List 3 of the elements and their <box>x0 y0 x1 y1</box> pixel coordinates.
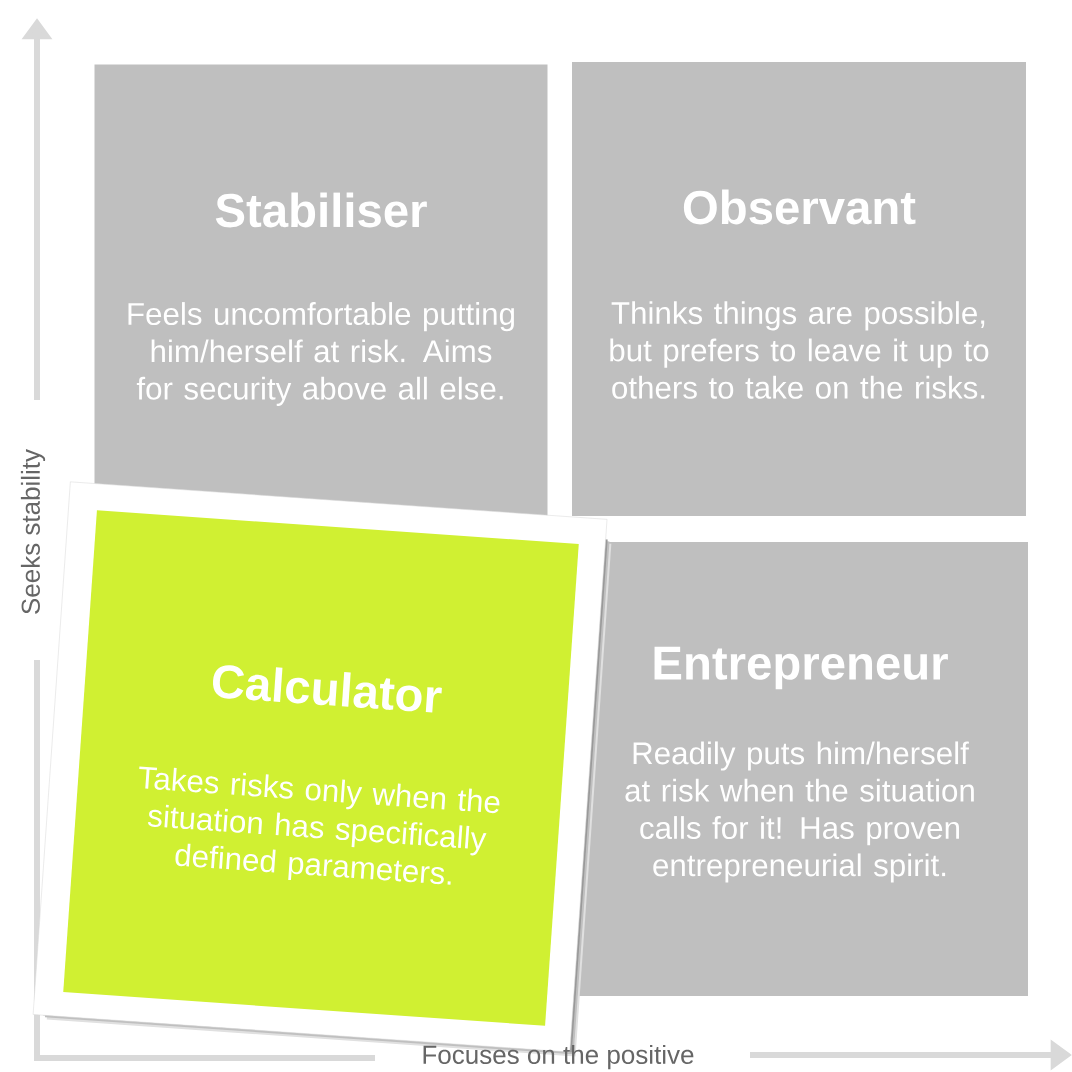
quadrant-box: Observant Thinks things are possible, but prefers to leave it up to others to take on the risks. <box>572 62 1026 516</box>
quadrant-box: Stabiliser Feels uncomfortable putting him/herself at risk. Aims for security above all else. <box>94 64 548 518</box>
quadrant-box: Entrepreneur Readily puts him/herself at risk when the situation calls for it! Has proven entrepreneurial spirit. <box>572 542 1028 996</box>
